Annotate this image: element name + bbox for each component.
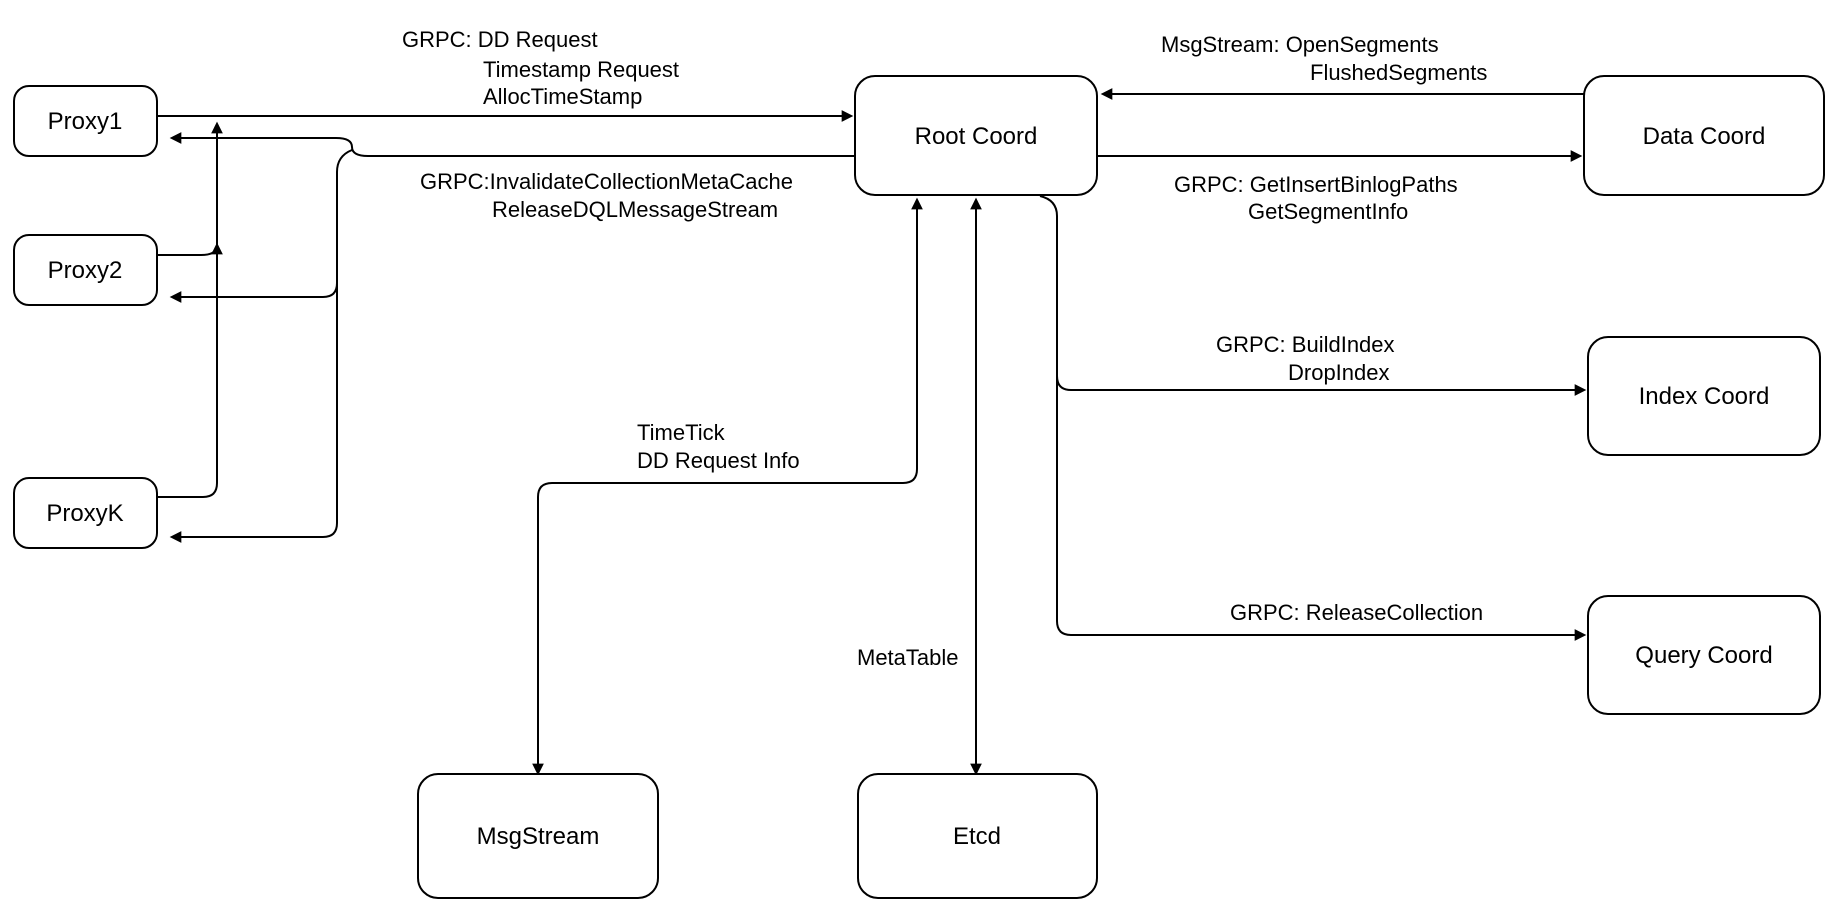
edge-label-line: MetaTable (857, 645, 959, 670)
edge-label-line: DD Request Info (637, 448, 800, 473)
edge-label-line: Timestamp Request (483, 57, 679, 82)
node-proxy1-box (13, 85, 158, 157)
edge-label-line: GRPC: GetInsertBinlogPaths (1174, 172, 1458, 197)
node-etcd: Etcd (857, 773, 1098, 899)
edge-label-root-to-msgstream: TimeTick DD Request Info (637, 420, 800, 473)
node-query-coord-label: Query Coord (1635, 642, 1772, 669)
edge-proxyk-merge-line (157, 121, 223, 498)
node-proxy1: Proxy1 (13, 85, 158, 157)
node-proxyk: ProxyK (13, 477, 158, 549)
edge-label-proxies-to-root: GRPC: DD Request Timestamp Request Alloc… (402, 27, 679, 109)
node-proxyk-label: ProxyK (46, 500, 123, 527)
edge-label-root-to-proxies: GRPC:InvalidateCollectionMetaCache Relea… (420, 169, 793, 222)
edge-label-line: GRPC:InvalidateCollectionMetaCache (420, 169, 793, 194)
edge-root-to-proxy1 (169, 132, 855, 157)
node-index-coord-label: Index Coord (1639, 383, 1770, 410)
edge-label-line: FlushedSegments (1310, 60, 1487, 85)
edge-label-root-to-index: GRPC: BuildIndex DropIndex (1216, 332, 1395, 385)
edge-proxy2-merge-line (157, 242, 223, 256)
edge-label-line: GetSegmentInfo (1248, 199, 1408, 224)
edge-label-line: GRPC: BuildIndex (1216, 332, 1395, 357)
node-proxy1-label: Proxy1 (48, 108, 123, 135)
node-query-coord: Query Coord (1587, 595, 1821, 715)
edge-label-line: GRPC: ReleaseCollection (1230, 600, 1483, 625)
node-msgstream: MsgStream (417, 773, 659, 899)
node-proxyk-box (13, 477, 158, 549)
node-root-coord-box (854, 75, 1098, 196)
node-proxy2-box (13, 234, 158, 306)
edge-label-line: AllocTimeStamp (483, 84, 642, 109)
edge-label-data-to-root: MsgStream: OpenSegments FlushedSegments (1161, 32, 1487, 85)
edge-root-to-proxyk (169, 149, 353, 543)
edge-root-to-msgstream (532, 197, 923, 776)
edge-label-line: TimeTick (637, 420, 726, 445)
edge-label-line: DropIndex (1288, 360, 1390, 385)
node-root-coord: Root Coord (854, 75, 1098, 196)
edge-root-to-index (1056, 375, 1587, 396)
node-data-coord-label: Data Coord (1643, 123, 1766, 150)
node-data-coord-box (1583, 75, 1825, 196)
node-msgstream-label: MsgStream (477, 823, 600, 850)
node-etcd-label: Etcd (953, 823, 1001, 850)
node-index-coord: Index Coord (1587, 336, 1821, 456)
node-root-coord-label: Root Coord (915, 123, 1038, 150)
edge-label-line: GRPC: DD Request (402, 27, 598, 52)
node-query-coord-box (1587, 595, 1821, 715)
node-data-coord: Data Coord (1583, 75, 1825, 196)
node-etcd-box (857, 773, 1098, 899)
edge-root-to-proxy2 (169, 282, 338, 303)
edge-root-to-query (1039, 195, 1587, 641)
node-proxy2-label: Proxy2 (48, 257, 123, 284)
node-proxy2: Proxy2 (13, 234, 158, 306)
edge-label-root-to-query: GRPC: ReleaseCollection (1230, 600, 1483, 625)
node-msgstream-box (417, 773, 659, 899)
edge-label-root-to-data: GRPC: GetInsertBinlogPaths GetSegmentInf… (1174, 172, 1458, 224)
edge-label-line: ReleaseDQLMessageStream (492, 197, 778, 222)
edge-label-line: MsgStream: OpenSegments (1161, 32, 1439, 57)
node-index-coord-box (1587, 336, 1821, 456)
edge-label-root-to-etcd: MetaTable (857, 645, 959, 670)
